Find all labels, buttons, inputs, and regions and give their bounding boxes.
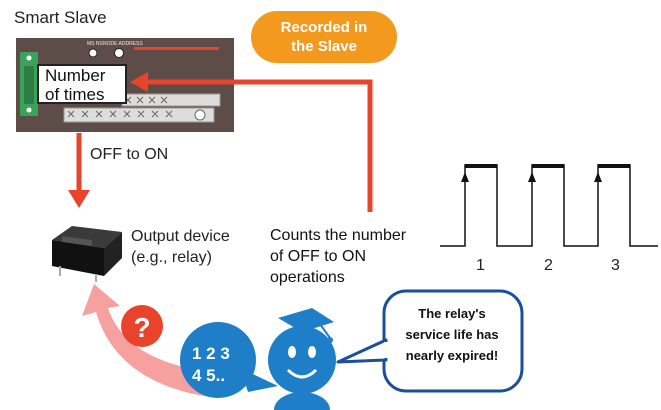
counts-label: Counts the number of OFF to ON operation… — [270, 225, 406, 288]
numbers-line2: 4 5.. — [192, 366, 226, 385]
record-arrow — [130, 72, 373, 212]
speech-line1: The relay's — [418, 306, 486, 321]
off-to-on-arrow — [68, 133, 90, 208]
relay-device — [52, 226, 122, 282]
output-device-line1: Output device — [131, 228, 230, 245]
counter-label-line1: Number — [45, 66, 106, 85]
counts-line1: Counts the number — [270, 227, 407, 244]
pulse-waveform — [440, 164, 658, 247]
question-mark-text: ? — [133, 312, 150, 343]
off-to-on-label: OFF to ON — [90, 146, 169, 163]
numbers-text: 1 2 3 4 5.. — [192, 343, 250, 387]
speech-line2: service life has — [405, 327, 499, 342]
pulse-label-1: 1 — [476, 257, 485, 274]
counts-line2: of OFF to ON — [270, 248, 367, 265]
smart-slave-title: Smart Slave — [14, 8, 107, 27]
recorded-badge: Recorded in the Slave — [251, 11, 397, 63]
question-mark-icon: ? — [121, 305, 163, 347]
counts-line3: operations — [270, 269, 345, 286]
person-figure — [268, 308, 336, 410]
speech-text: The relay's service life has nearly expi… — [393, 303, 511, 366]
counter-label-box: Number of times — [37, 64, 127, 104]
panel-label-node-address: NODE ADDRESS — [103, 41, 143, 47]
badge-line1: Recorded in — [280, 19, 368, 36]
pulse-label-3: 3 — [611, 257, 620, 274]
numbers-bubble — [180, 322, 278, 398]
speech-line3: nearly expired! — [405, 348, 499, 363]
output-device-line2: (e.g., relay) — [131, 249, 212, 266]
pulse-label-2: 2 — [544, 257, 553, 274]
terminal-strip-upper — [121, 93, 221, 107]
numbers-line1: 1 2 3 — [192, 344, 230, 363]
panel-label-ms-ns: MS NS — [87, 41, 104, 47]
badge-line2: the Slave — [291, 38, 357, 55]
output-device-label: Output device (e.g., relay) — [131, 226, 230, 268]
counter-label-line2: of times — [45, 85, 105, 104]
speech-bubble — [336, 289, 524, 393]
